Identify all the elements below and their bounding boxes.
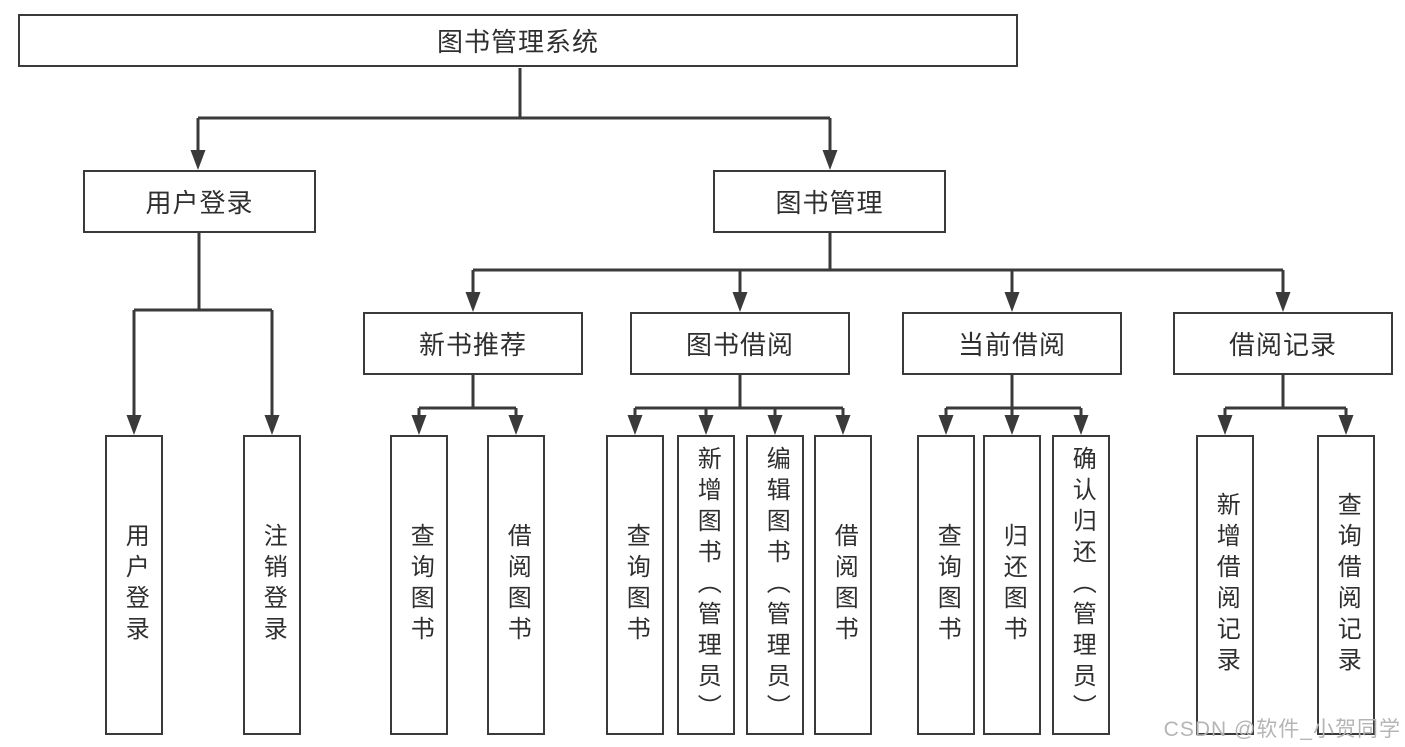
node-book-management: 图书管理 [713,170,946,233]
node-label: 当前借阅 [957,330,1066,360]
node-label: 图书借阅 [685,330,794,360]
leaf-label: 借阅图书 [830,523,858,647]
leaf-label: 归还图书 [999,523,1027,647]
node-label: 图书管理 [775,188,884,218]
leaf-label: 编辑图书（管理员） [762,445,790,725]
leaf-confirm-return-admin: 确认归还（管理员） [1052,435,1110,735]
node-label: 借阅记录 [1228,330,1337,360]
leaf-user-login: 用户登录 [105,435,163,735]
leaf-label: 查询图书 [933,523,961,647]
leaf-return-books: 归还图书 [983,435,1041,735]
leaf-label: 确认归还（管理员） [1068,445,1096,725]
leaf-label: 新增图书（管理员） [693,445,721,725]
leaf-label: 查询图书 [406,523,434,647]
leaf-label: 新增借阅记录 [1212,492,1240,678]
leaf-query-borrow-record: 查询借阅记录 [1317,435,1375,735]
leaf-label: 用户登录 [121,523,149,647]
node-book-management-system: 图书管理系统 [18,14,1018,67]
leaf-add-books-admin: 新增图书（管理员） [677,435,735,735]
leaf-add-borrow-record: 新增借阅记录 [1196,435,1254,735]
leaf-query-books-borrowing: 查询图书 [606,435,664,735]
csdn-watermark: CSDN @软件_小贺同学 [1163,718,1401,741]
node-label: 新书推荐 [418,330,527,360]
leaf-query-books-recommend: 查询图书 [390,435,448,735]
node-current-borrowing: 当前借阅 [902,312,1122,375]
node-user-login: 用户登录 [83,170,316,233]
leaf-label: 借阅图书 [503,523,531,647]
node-label: 用户登录 [145,188,254,218]
leaf-label: 查询借阅记录 [1333,492,1361,678]
leaf-borrow-books-borrowing: 借阅图书 [814,435,872,735]
node-new-book-recommendation: 新书推荐 [363,312,583,375]
leaf-query-books-current: 查询图书 [917,435,975,735]
leaf-label: 查询图书 [622,523,650,647]
leaf-edit-books-admin: 编辑图书（管理员） [746,435,804,735]
node-book-borrowing: 图书借阅 [630,312,850,375]
leaf-logout-login: 注销登录 [243,435,301,735]
leaf-borrow-books-recommend: 借阅图书 [487,435,545,735]
leaf-label: 注销登录 [259,523,287,647]
node-label: 图书管理系统 [436,27,599,57]
node-borrowing-records: 借阅记录 [1173,312,1393,375]
arrowheads [126,150,1354,435]
